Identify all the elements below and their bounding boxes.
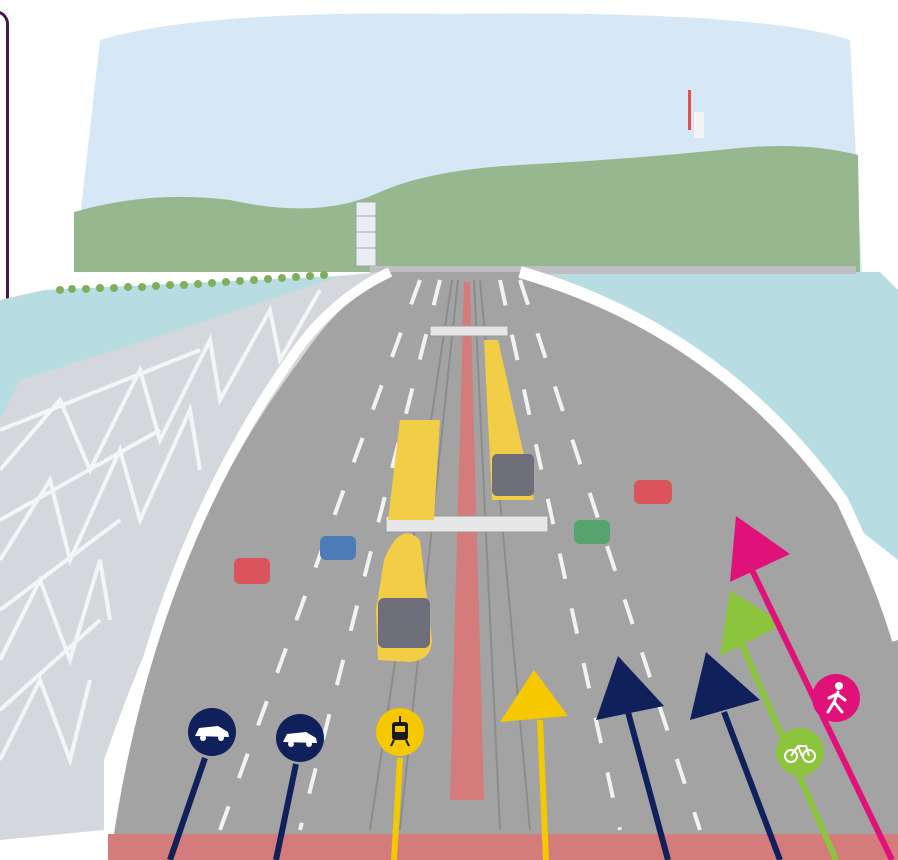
pedestrian-icon	[812, 674, 860, 722]
tram-stop-platform	[430, 326, 508, 336]
tower-building-icon	[356, 202, 376, 266]
car-vehicle	[234, 558, 270, 584]
bicycle-icon	[776, 728, 824, 776]
car-vehicle	[574, 520, 610, 544]
car-vehicle	[634, 480, 672, 504]
car-vehicle	[320, 536, 356, 560]
